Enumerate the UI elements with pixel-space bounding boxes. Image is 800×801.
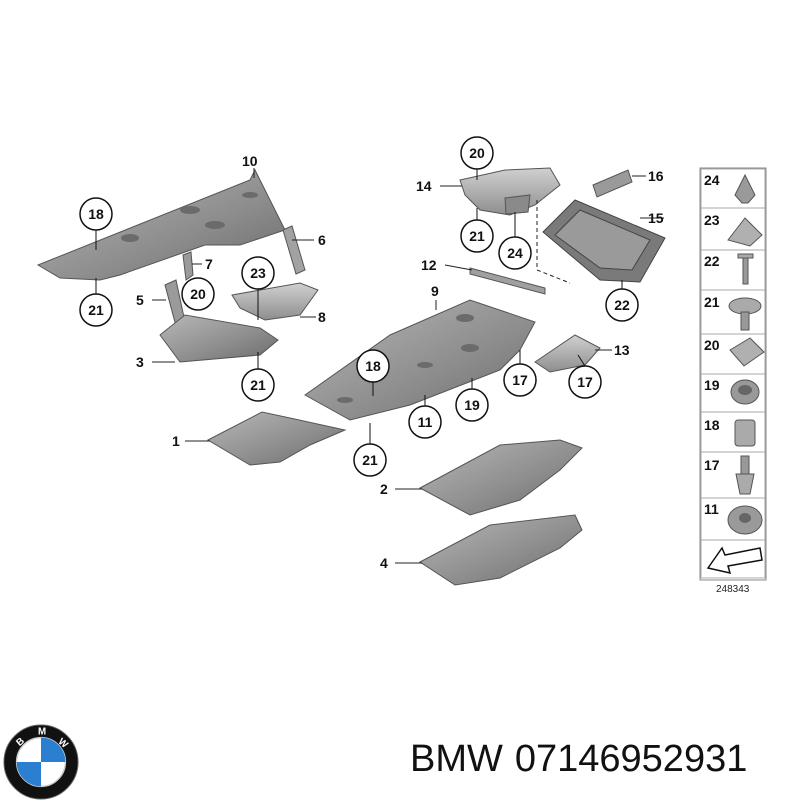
svg-text:19: 19 [464, 397, 480, 413]
callout-21-left: 21 [79, 278, 113, 327]
legend-item-21: 21 [700, 289, 766, 335]
svg-text:17: 17 [704, 457, 720, 473]
fastener-legend: 24 23 22 21 20 19 [699, 167, 767, 581]
svg-text:17: 17 [577, 374, 593, 390]
callout-21-bottom: 21 [353, 423, 387, 477]
part-number: 07146952931 [514, 738, 748, 780]
svg-text:18: 18 [88, 206, 104, 222]
label-12: 12 [421, 257, 437, 273]
svg-text:18: 18 [704, 417, 720, 433]
legend-item-11: 11 [700, 497, 766, 541]
legend-item-24: 24 [700, 168, 766, 209]
callout-20-left: 20 [181, 277, 215, 311]
part-10-underbody-panel [36, 168, 286, 281]
part-4-panel [419, 514, 583, 586]
callout-17-center: 17 [503, 350, 537, 397]
svg-text:23: 23 [250, 265, 266, 281]
part-3-panel [159, 314, 279, 363]
legend-item-20: 20 [700, 333, 766, 375]
callout-20-top: 20 [460, 136, 494, 180]
callout-21-mid: 21 [241, 352, 275, 402]
svg-text:24: 24 [507, 245, 523, 261]
label-6: 6 [318, 232, 326, 248]
svg-text:22: 22 [614, 297, 630, 313]
direction-arrow-icon [706, 546, 763, 575]
label-2: 2 [380, 481, 388, 497]
part-1-panel [206, 411, 347, 466]
label-1: 1 [172, 433, 180, 449]
callout-11: 11 [408, 395, 442, 439]
part-2-panel [418, 439, 583, 516]
callout-18-center: 18 [356, 349, 390, 396]
label-8: 8 [318, 309, 326, 325]
label-7: 7 [205, 256, 213, 272]
part-6-bracket [282, 225, 306, 275]
callout-19: 19 [455, 378, 489, 422]
svg-text:21: 21 [362, 452, 378, 468]
callout-21-top: 21 [460, 208, 494, 253]
callout-24: 24 [498, 212, 532, 270]
part-caption: BMW 07146952931 [410, 738, 790, 781]
svg-text:23: 23 [704, 212, 720, 228]
svg-text:21: 21 [469, 228, 485, 244]
svg-text:11: 11 [704, 501, 719, 517]
svg-text:20: 20 [469, 145, 485, 161]
svg-text:22: 22 [704, 253, 720, 269]
part-9-underbody-panel [304, 299, 536, 421]
part-12-strip [469, 267, 546, 295]
label-5: 5 [136, 292, 144, 308]
callout-23: 23 [241, 256, 275, 320]
label-16: 16 [648, 168, 664, 184]
callout-18-left: 18 [79, 197, 113, 250]
svg-text:17: 17 [512, 372, 528, 388]
svg-text:21: 21 [250, 377, 266, 393]
svg-text:21: 21 [704, 294, 720, 310]
svg-text:11: 11 [418, 414, 433, 430]
part-8-panel [231, 282, 319, 321]
label-3: 3 [136, 354, 144, 370]
label-15: 15 [648, 210, 664, 226]
svg-text:20: 20 [190, 286, 206, 302]
legend-item-23: 23 [700, 207, 766, 251]
svg-text:20: 20 [704, 337, 720, 353]
svg-text:M: M [38, 727, 46, 738]
legend-item-19: 19 [700, 373, 766, 413]
part-16-strip [592, 169, 633, 198]
svg-text:24: 24 [704, 172, 720, 188]
legend-item-17: 17 [700, 451, 766, 499]
label-13: 13 [614, 342, 630, 358]
legend-arrow-cell [700, 539, 766, 579]
legend-item-22: 22 [700, 249, 766, 291]
svg-text:19: 19 [704, 377, 720, 393]
legend-item-18: 18 [700, 411, 766, 453]
label-4: 4 [380, 555, 388, 571]
figure-reference: 248343 [716, 584, 750, 595]
label-10: 10 [242, 153, 258, 169]
part-14-cover [459, 167, 561, 216]
svg-text:21: 21 [88, 302, 104, 318]
part-13-bracket [534, 334, 601, 373]
label-9: 9 [431, 283, 439, 299]
label-14: 14 [416, 178, 432, 194]
callout-17-right: 17 [568, 354, 602, 399]
svg-text:18: 18 [365, 358, 381, 374]
part-15-tray [542, 199, 666, 283]
part-7-bracket [182, 251, 194, 281]
bmw-logo: B M W [3, 724, 79, 800]
brand-name: BMW [410, 738, 503, 780]
callout-22: 22 [605, 280, 639, 322]
